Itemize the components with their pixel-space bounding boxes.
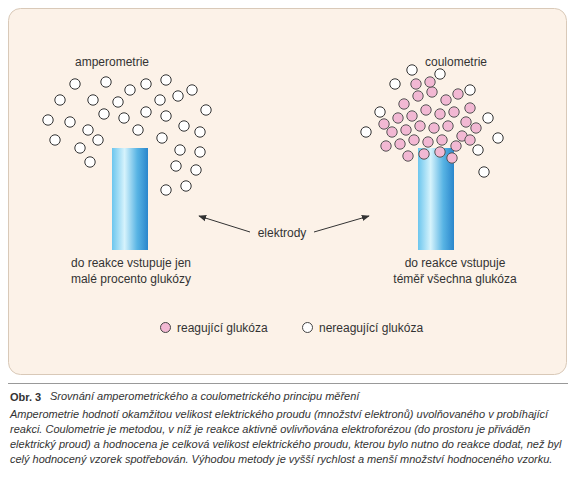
- glucose-molecule: [419, 149, 429, 159]
- glucose-molecule: [401, 125, 411, 135]
- glucose-molecule: [171, 161, 181, 171]
- glucose-molecule: [181, 181, 191, 191]
- panel: [9, 9, 567, 375]
- glucose-molecule: [465, 85, 475, 95]
- glucose-molecule: [411, 79, 421, 89]
- glucose-molecule: [88, 95, 98, 105]
- description: Amperometrie hodnotí okamžitou velikost …: [10, 407, 566, 467]
- note: do reakce vstupuje téměř všechna glukóza: [390, 255, 520, 287]
- glucose-molecule: [427, 87, 437, 97]
- glucose-molecule: [43, 115, 53, 125]
- glucose-molecule: [161, 185, 171, 195]
- glucose-molecule: [387, 127, 397, 137]
- glucose-molecule: [381, 141, 391, 151]
- glucose-molecule: [161, 111, 171, 121]
- legend-text: reagující glukóza: [177, 320, 300, 336]
- glucose-molecule: [99, 109, 109, 119]
- glucose-molecule: [113, 97, 123, 107]
- legend-item: reagující glukóza: [160, 320, 300, 336]
- glucose-molecule: [415, 121, 425, 131]
- glucose-molecule: [435, 147, 445, 157]
- glucose-molecule: [471, 123, 481, 133]
- glucose-molecule: [493, 133, 503, 143]
- glucose-molecule: [449, 107, 459, 117]
- glucose-molecule: [461, 117, 471, 127]
- glucose-molecule: [65, 117, 75, 127]
- glucose-molecule: [399, 99, 409, 109]
- glucose-molecule: [379, 119, 389, 129]
- figure-number: Obr. 3: [10, 389, 54, 405]
- glucose-molecule: [133, 125, 143, 135]
- glucose-molecule: [70, 79, 80, 89]
- glucose-molecule: [141, 79, 151, 89]
- glucose-molecule: [473, 145, 483, 155]
- glucose-molecule: [451, 141, 461, 151]
- glucose-molecule: [403, 151, 413, 161]
- glucose-molecule: [50, 135, 60, 145]
- part-label: elektrody: [242, 225, 322, 241]
- glucose-molecule: [191, 165, 201, 175]
- glucose-molecule: [155, 95, 165, 105]
- glucose-molecule: [157, 133, 167, 143]
- glucose-molecule: [101, 77, 111, 87]
- glucose-molecule: [93, 135, 103, 145]
- glucose-molecule: [425, 77, 435, 87]
- glucose-molecule: [390, 79, 400, 89]
- glucose-molecule: [435, 69, 445, 79]
- legend-swatch: [302, 322, 313, 333]
- glucose-molecule: [435, 109, 445, 119]
- glucose-molecule: [437, 135, 447, 145]
- glucose-molecule: [443, 121, 453, 131]
- glucose-molecule: [407, 65, 417, 75]
- glucose-molecule: [447, 153, 457, 163]
- glucose-molecule: [413, 91, 423, 101]
- electrode: [112, 148, 148, 250]
- glucose-molecule: [395, 139, 405, 149]
- glucose-molecule: [141, 107, 151, 117]
- glucose-molecule: [453, 89, 463, 99]
- separator-line: [8, 383, 568, 384]
- glucose-molecule: [483, 113, 493, 123]
- glucose-molecule: [421, 105, 431, 115]
- glucose-molecule: [409, 135, 419, 145]
- leader-arrow: [314, 216, 369, 232]
- method-title: amperometrie: [52, 54, 172, 70]
- glucose-molecule: [201, 105, 211, 115]
- legend-item: nereagující glukóza: [302, 320, 442, 336]
- glucose-molecule: [465, 135, 475, 145]
- glucose-molecule: [195, 147, 205, 157]
- glucose-molecule: [423, 137, 433, 147]
- glucose-molecule: [195, 127, 205, 137]
- glucose-molecule: [85, 157, 95, 167]
- glucose-molecule: [393, 113, 403, 123]
- electrode: [418, 148, 454, 250]
- glucose-molecule: [375, 107, 385, 117]
- glucose-molecule: [173, 91, 183, 101]
- glucose-molecule: [83, 125, 93, 135]
- legend-text: nereagující glukóza: [319, 320, 442, 336]
- glucose-molecule: [119, 113, 129, 123]
- glucose-molecule: [161, 75, 171, 85]
- glucose-molecule: [55, 95, 65, 105]
- glucose-molecule: [429, 123, 439, 133]
- glucose-molecule: [361, 127, 371, 137]
- glucose-molecule: [407, 111, 417, 121]
- method-title: coulometrie: [396, 54, 516, 70]
- glucose-molecule: [175, 145, 185, 155]
- glucose-molecule: [75, 143, 85, 153]
- figure-caption: Srovnání amperometrického a coulometrick…: [50, 389, 566, 404]
- legend-swatch: [160, 322, 171, 333]
- glucose-molecule: [465, 103, 475, 113]
- glucose-molecule: [441, 95, 451, 105]
- glucose-molecule: [479, 167, 489, 177]
- glucose-molecule: [179, 121, 189, 131]
- leader-arrow: [199, 216, 250, 232]
- note: do reakce vstupuje jen malé procento glu…: [66, 255, 196, 287]
- glucose-molecule: [187, 85, 197, 95]
- glucose-molecule: [125, 85, 135, 95]
